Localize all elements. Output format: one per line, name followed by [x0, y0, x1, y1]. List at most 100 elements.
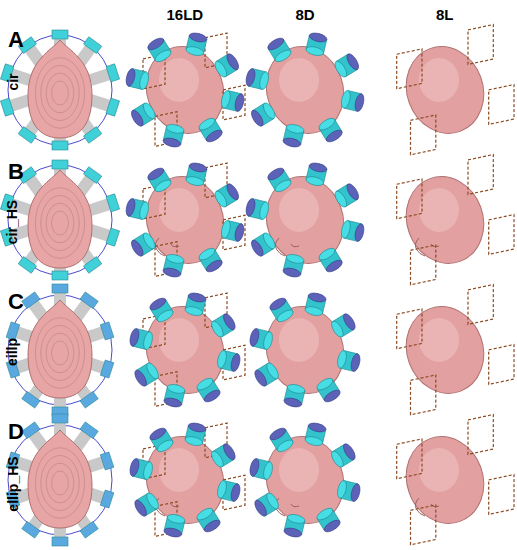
head-contour	[41, 65, 79, 120]
cylinder-bottom	[305, 45, 324, 57]
row-label: eillp	[4, 338, 20, 366]
dielectric-resonator	[216, 350, 242, 373]
loop-element	[489, 475, 514, 515]
cylinder-top	[266, 166, 286, 182]
cylinder-top	[221, 442, 237, 462]
cylinder-top	[353, 93, 365, 112]
head-model	[254, 166, 356, 275]
cylinder-bottom	[275, 438, 295, 454]
dielectric-resonator	[197, 116, 224, 144]
dielectric-resonator	[146, 36, 173, 64]
cylinder-top	[322, 388, 342, 404]
view-8d	[248, 292, 361, 409]
top-view	[6, 414, 114, 546]
head-contour	[46, 73, 74, 113]
cylinder-bottom	[286, 383, 305, 395]
cylinder-top	[249, 238, 265, 258]
cylinder-top	[128, 458, 140, 477]
element	[0, 92, 32, 116]
face-outline	[275, 498, 299, 516]
cylinder-top	[308, 162, 327, 174]
dielectric-resonator	[268, 296, 295, 324]
element-cap	[100, 452, 114, 470]
dielectric-resonator	[283, 513, 306, 539]
panel-letter: A	[8, 27, 24, 53]
element	[88, 194, 120, 218]
head-model	[134, 296, 236, 405]
dielectric-resonator	[125, 68, 151, 91]
cylinder-top	[230, 483, 242, 502]
head-contour	[35, 188, 84, 259]
cylinder-top	[345, 182, 361, 202]
row-label: cir_HS	[4, 200, 20, 244]
element-cap	[22, 422, 40, 439]
element-cap	[84, 127, 102, 144]
cylinder-bottom	[144, 491, 160, 511]
cylinder-bottom	[138, 71, 150, 90]
cylinder-bottom	[304, 435, 323, 447]
cylinder-bottom	[185, 175, 204, 187]
cylinder-top	[266, 36, 286, 52]
dielectric-resonator	[245, 68, 271, 91]
cylinder-bottom	[155, 438, 175, 454]
dielectric-resonator	[282, 253, 305, 279]
cylinder-top	[125, 198, 137, 217]
loop-element	[397, 49, 422, 89]
cylinder-bottom	[340, 220, 352, 239]
loop-element	[411, 375, 436, 415]
loop-element	[411, 115, 436, 155]
cylinder-top	[350, 483, 362, 502]
dielectric-resonator	[304, 422, 327, 448]
loop-element	[468, 25, 493, 65]
element-cap	[22, 292, 40, 309]
element-cap	[84, 257, 102, 274]
cylinder-bottom	[273, 48, 293, 64]
head-contour	[52, 341, 69, 365]
element-cap	[22, 391, 40, 408]
element-cap	[106, 64, 120, 82]
cylinder-bottom	[166, 383, 185, 395]
element-cap	[106, 194, 120, 212]
head-shade	[279, 448, 319, 492]
cylinder-bottom	[262, 331, 274, 350]
cylinder-bottom	[340, 90, 352, 109]
cylinder-top	[128, 328, 140, 347]
cylinder-top	[283, 397, 302, 409]
cylinder-bottom	[141, 101, 157, 121]
loop-element	[468, 285, 493, 325]
cylinder-bottom	[166, 513, 185, 525]
loop-element	[397, 179, 422, 219]
cylinder-bottom	[142, 461, 154, 480]
dielectric-resonator	[266, 36, 293, 64]
cylinder-bottom	[315, 376, 335, 392]
dielectric-resonator	[162, 123, 185, 149]
dielectric-resonator	[249, 101, 277, 128]
dielectric-resonator	[163, 383, 186, 409]
head-model	[28, 40, 92, 138]
cylinder-bottom	[264, 491, 280, 511]
dielectric-resonator	[253, 361, 281, 388]
cylinder-bottom	[220, 90, 232, 109]
dielectric-resonator	[317, 246, 344, 274]
cylinder-bottom	[258, 201, 270, 220]
loop-element	[489, 215, 514, 255]
dielectric-resonator	[333, 52, 361, 79]
view-16ld	[128, 292, 245, 409]
cylinder-top	[341, 442, 357, 462]
element	[88, 64, 120, 88]
dielectric-resonator	[329, 312, 357, 339]
cylinder-top	[230, 353, 242, 372]
cylinder-bottom	[153, 48, 173, 64]
dielectric-resonator	[125, 198, 151, 221]
head-shade	[419, 58, 459, 102]
element-cap	[52, 537, 68, 546]
cylinder-bottom	[185, 45, 204, 57]
cylinder-top	[248, 328, 260, 347]
element-cap	[18, 127, 36, 144]
dielectric-resonator	[184, 422, 207, 448]
cylinder-top	[133, 368, 149, 388]
dielectric-resonator	[304, 292, 327, 318]
dielectric-resonator	[315, 376, 342, 404]
head-model	[254, 426, 356, 535]
panel-letter: C	[8, 289, 24, 315]
